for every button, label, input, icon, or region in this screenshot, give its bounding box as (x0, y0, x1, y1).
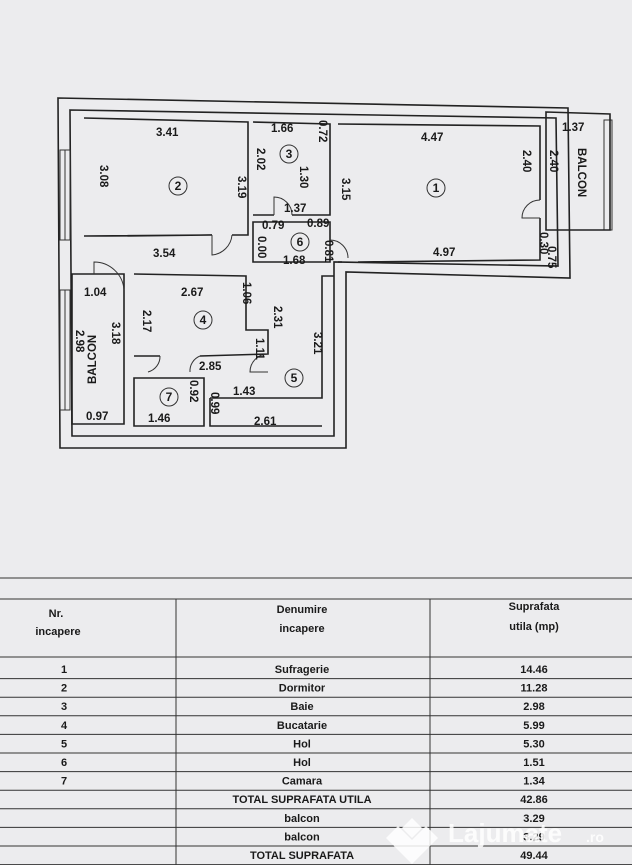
dimension-label: 0.92 (187, 380, 199, 402)
table-cell-area: 3.29 (523, 831, 544, 843)
room-number-3: 3 (279, 144, 299, 164)
svg-text:Nr.: Nr. (49, 608, 64, 620)
dimension-label: 0.00 (255, 236, 267, 258)
dimension-label: 2.85 (199, 361, 222, 373)
svg-text:5: 5 (291, 371, 298, 385)
svg-text:7: 7 (166, 390, 173, 404)
table-cell-nr: 7 (61, 776, 67, 788)
dimension-label: 1.46 (148, 413, 170, 425)
dimension-labels: 3.41 3.08 3.19 3.54 1.66 0.72 2.02 1.30 … (73, 120, 584, 428)
dimension-label: 2.67 (181, 287, 203, 299)
dimension-label: 0.97 (86, 411, 108, 423)
table-cell-area: 1.34 (523, 776, 545, 788)
dimension-label: 3.19 (235, 176, 247, 198)
svg-text:Lajumate: Lajumate (448, 818, 562, 848)
table-cell-nr: 6 (61, 757, 67, 769)
table-header-nr: Nr. incapere (35, 608, 80, 638)
dimension-label: 0.72 (316, 120, 328, 142)
svg-text:Suprafata: Suprafata (509, 601, 561, 613)
svg-text:3: 3 (286, 147, 293, 161)
table-cell-area: 49.44 (520, 850, 548, 862)
lajumate-watermark: Lajumate .ro (386, 818, 604, 864)
table-cell-name: Hol (293, 757, 311, 769)
svg-text:2: 2 (175, 179, 182, 193)
table-cell-nr: 2 (61, 683, 67, 695)
svg-text:incapere: incapere (279, 623, 324, 635)
dimension-label: 0.30 (537, 232, 549, 254)
table-cell-nr: 5 (61, 738, 67, 750)
area-table: Nr. incapere Denumire incapere Suprafata… (0, 577, 632, 865)
dimension-label: 4.97 (433, 247, 455, 259)
table-cell-area: 11.28 (521, 683, 548, 695)
dimension-label: 1.66 (271, 123, 293, 135)
dimension-label: 0.79 (262, 220, 284, 232)
room-number-5: 5 (284, 368, 304, 388)
dimension-label: 2.31 (271, 306, 283, 329)
room-number-1: 1 (426, 178, 446, 198)
table-cell-area: 5.99 (523, 720, 544, 732)
dimension-label: 3.15 (339, 178, 351, 201)
table-cell-nr: 3 (61, 701, 67, 713)
dimension-label: 1.37 (562, 122, 584, 134)
table-cell-area: 3.29 (523, 813, 544, 825)
room-number-2: 2 (168, 176, 188, 196)
dimension-label: 3.08 (97, 165, 109, 188)
dimension-label: 0.89 (307, 218, 329, 230)
dimension-label: 2.02 (254, 148, 266, 170)
table-cell-name: Baie (290, 701, 313, 713)
table-cell-name: TOTAL SUPRAFATA (250, 850, 354, 862)
dimension-label: 1.11 (253, 338, 265, 360)
table-cell-name: Hol (293, 738, 311, 750)
balcony-label-right: BALCON (575, 148, 587, 197)
room-number-7: 7 (159, 387, 179, 407)
svg-text:4: 4 (200, 313, 207, 327)
room-number-6: 6 (290, 232, 310, 252)
table-cell-name: balcon (284, 831, 320, 843)
table-cell-nr: 4 (61, 720, 68, 732)
dimension-label: 1.68 (283, 255, 306, 267)
room-number-4: 4 (193, 310, 213, 330)
floor-plan: 1 2 3 4 5 6 7 BALCON BALCON 3.41 3.08 3.… (57, 97, 613, 449)
table-cell-name: Camara (282, 776, 323, 788)
dimension-label: 3.41 (156, 127, 179, 139)
table-cell-area: 14.46 (520, 664, 548, 676)
dimension-label: 3.18 (109, 322, 121, 345)
svg-text:Denumire: Denumire (277, 604, 328, 616)
table-cell-area: 2.98 (523, 701, 544, 713)
table-cell-area: 42.86 (520, 794, 548, 806)
dimension-label: 2.40 (520, 150, 532, 172)
table-cell-name: TOTAL SUPRAFATA UTILA (232, 794, 371, 806)
table-cell-nr: 1 (61, 664, 67, 676)
svg-text:utila (mp): utila (mp) (509, 621, 559, 633)
svg-text:6: 6 (297, 235, 304, 249)
svg-text:.ro: .ro (586, 829, 604, 845)
table-cell-name: balcon (284, 813, 320, 825)
table-cell-name: Bucatarie (277, 720, 327, 732)
dimension-label: 0.75 (545, 246, 557, 269)
dimension-label: 2.61 (254, 416, 277, 428)
dimension-label: 1.06 (240, 282, 252, 304)
dimension-label: 3.21 (311, 332, 323, 355)
table-cell-area: 5.30 (523, 738, 544, 750)
dimension-label: 3.54 (153, 248, 176, 260)
table-header-area: Suprafata utila (mp) (509, 601, 561, 633)
table-cell-name: Dormitor (279, 683, 326, 695)
dimension-label: 1.37 (284, 203, 306, 215)
svg-text:incapere: incapere (35, 626, 80, 638)
svg-text:1: 1 (433, 181, 440, 195)
dimension-label: 0.81 (322, 240, 334, 263)
table-header-name: Denumire incapere (277, 604, 328, 635)
dimension-label: 0.99 (208, 392, 220, 414)
table-cell-name: Sufragerie (275, 664, 329, 676)
dimension-label: 2.17 (140, 310, 152, 332)
dimension-label: 2.40 (547, 150, 559, 172)
table-cell-area: 1.51 (523, 757, 544, 769)
dimension-label: 1.43 (233, 386, 255, 398)
dimension-label: 1.04 (84, 287, 107, 299)
dimension-label: 4.47 (421, 132, 443, 144)
balcony-label-left: BALCON (87, 335, 99, 384)
dimension-label: 1.30 (297, 166, 309, 188)
dimension-label: 2.98 (73, 330, 85, 353)
